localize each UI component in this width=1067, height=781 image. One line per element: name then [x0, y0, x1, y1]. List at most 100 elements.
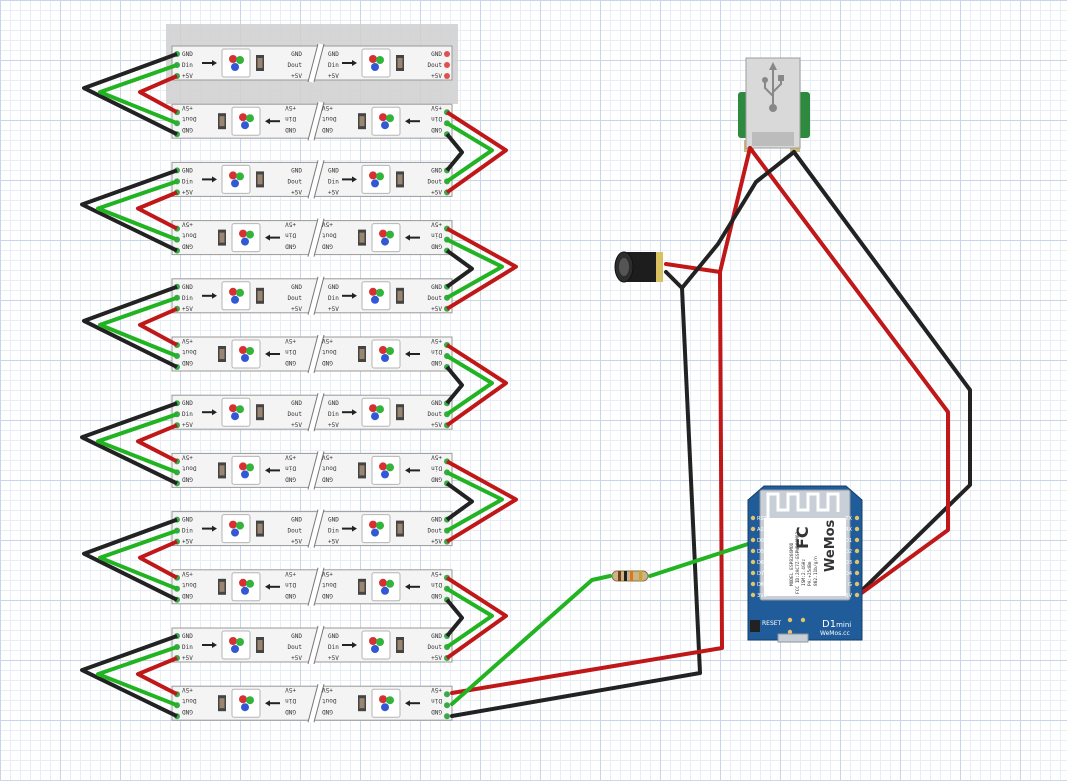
- usb-gnd-to-board-g: [792, 150, 972, 602]
- cut-line: [313, 334, 325, 374]
- led-red: [239, 113, 247, 122]
- zigzag-wire: [138, 74, 178, 114]
- usb-connector[interactable]: [738, 57, 810, 152]
- reset-button[interactable]: [750, 620, 760, 632]
- board-pin-label: D4: [845, 571, 852, 577]
- strip-pin-label: Din: [328, 178, 339, 185]
- led-green: [246, 463, 254, 472]
- strip-pin-label: +5V: [182, 539, 193, 546]
- cut-line: [313, 160, 325, 199]
- strip-pin-label: Dout: [182, 348, 197, 355]
- board-pin-pad: [750, 548, 756, 554]
- strip-pin-label: Dout: [428, 411, 443, 418]
- led-chip: [221, 281, 251, 311]
- led-red: [369, 55, 377, 63]
- strip-pin-label: +5V: [328, 189, 339, 196]
- led-red: [369, 404, 377, 413]
- strip-pin-label: Din: [182, 62, 193, 69]
- led-chip: [231, 223, 261, 253]
- strip-pin-label: +5V: [431, 337, 442, 344]
- strip-pin-label: GND: [182, 284, 193, 291]
- arrowhead-icon: [405, 467, 410, 474]
- cut-gap: [308, 450, 324, 491]
- capacitor[interactable]: [614, 251, 663, 283]
- strip-pin-label: +5V: [182, 104, 193, 111]
- led-green: [376, 56, 384, 64]
- zigzag-wire: [80, 634, 178, 718]
- strip-pin-label: GND: [285, 475, 296, 482]
- smd-resistor-body: [397, 523, 403, 534]
- strip-pin-label: Din: [328, 644, 339, 651]
- arrowhead-icon: [352, 60, 357, 66]
- arrowhead-icon: [212, 176, 217, 183]
- solder-pad: [444, 702, 450, 709]
- strip-pin-label: GND: [285, 592, 296, 599]
- strip-pin-label: GND: [431, 400, 442, 407]
- strip-pin-label: GND: [285, 243, 296, 250]
- cut-line: [313, 102, 325, 141]
- board-pin-pad: [854, 592, 860, 598]
- module-line-5: 802.11b/g/n: [813, 556, 819, 586]
- led-chip: [371, 688, 401, 718]
- strip-pin-label: GND: [182, 126, 193, 133]
- strip-pin-label: +5V: [328, 539, 339, 546]
- resistor[interactable]: [611, 570, 649, 582]
- strip-pin-label: +5V: [291, 422, 302, 429]
- zigzag-wire: [80, 168, 178, 253]
- zigzag-wire: [445, 226, 518, 311]
- mount-pad: [800, 617, 806, 623]
- board-pin-pad: [750, 526, 756, 532]
- strip-pin-label: GND: [291, 51, 302, 58]
- zigzag-wire: [82, 517, 178, 602]
- cut-line: [307, 625, 319, 665]
- zigzag-wire: [445, 121, 494, 184]
- led-chip: [221, 48, 251, 78]
- module-line-2: FCC ID:2AC7Z-ESPWROOM02: [795, 531, 801, 594]
- brand-url: WeMos.cc: [820, 630, 850, 637]
- led-red: [379, 578, 387, 587]
- led-blue: [241, 586, 249, 595]
- strip-pin-label: +5V: [291, 189, 302, 196]
- led-blue: [231, 63, 239, 71]
- led-blue: [241, 121, 249, 130]
- zigzag-wire: [82, 284, 178, 369]
- cut-gap: [308, 159, 324, 200]
- led-red: [229, 287, 237, 296]
- solder-pad: [444, 73, 450, 79]
- arrowhead-icon: [265, 234, 270, 241]
- strip-pin-label: GND: [431, 284, 442, 291]
- cut-line: [307, 102, 319, 141]
- smd-resistor-body: [257, 290, 263, 301]
- wemos-d1-mini-board[interactable]: FC MODEL ESP8266MOD FCC ID:2AC7Z-ESPWROO…: [747, 485, 863, 643]
- zigzag-wire: [96, 412, 178, 475]
- led-blue: [241, 354, 249, 362]
- strip-pin-label: Din: [431, 581, 442, 588]
- strip-pin-label: GND: [322, 475, 333, 482]
- strip-pin-label: +5V: [285, 104, 296, 111]
- led-blue: [381, 354, 389, 362]
- arrowhead-icon: [405, 351, 410, 357]
- cut-line: [313, 684, 325, 723]
- strip-pin-label: GND: [182, 475, 193, 482]
- led-green: [386, 114, 394, 123]
- strip-pin-label: Din: [285, 348, 296, 355]
- cut-line: [307, 160, 319, 199]
- cut-line: [313, 276, 325, 315]
- arrowhead-icon: [212, 642, 217, 648]
- strip-pin-label: GND: [291, 517, 302, 524]
- arrowhead-icon: [265, 583, 270, 590]
- strip-pin-label: GND: [328, 633, 339, 640]
- cut-line: [307, 334, 319, 374]
